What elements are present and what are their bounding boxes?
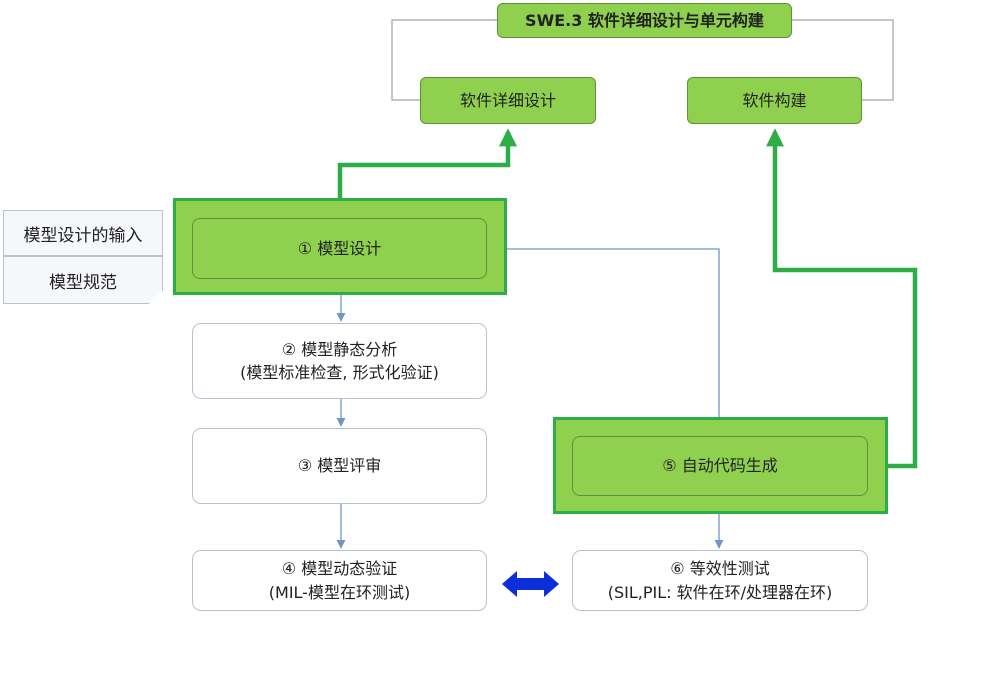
software-build-label: 软件构建 bbox=[742, 90, 807, 110]
step4-title: ④ 模型动态验证 bbox=[281, 559, 398, 579]
step6-subtitle: (SIL,PIL: 软件在环/处理器在环) bbox=[607, 582, 833, 602]
header-bracket-left bbox=[391, 19, 497, 101]
input-note-line2: 模型规范 bbox=[3, 256, 163, 304]
arrow-codegen-to-build bbox=[766, 128, 918, 469]
input-note-line1: 模型设计的输入 bbox=[3, 210, 163, 256]
step3-box: ③ 模型评审 bbox=[192, 428, 487, 504]
step6-box: ⑥ 等效性测试 (SIL,PIL: 软件在环/处理器在环) bbox=[572, 550, 868, 611]
header-title: SWE.3 软件详细设计与单元构建 bbox=[525, 10, 764, 30]
double-arrow-icon bbox=[502, 571, 559, 597]
box-detail-design: 软件详细设计 bbox=[420, 77, 596, 124]
box-software-build: 软件构建 bbox=[687, 77, 862, 124]
detail-design-label: 软件详细设计 bbox=[459, 90, 556, 110]
step4-box: ④ 模型动态验证 (MIL-模型在环测试) bbox=[192, 550, 487, 611]
step1-label: ① 模型设计 bbox=[297, 238, 382, 258]
step2-title: ② 模型静态分析 bbox=[281, 339, 398, 359]
step5-label: ⑤ 自动代码生成 bbox=[662, 456, 778, 476]
step2-box: ② 模型静态分析 (模型标准检查, 形式化验证) bbox=[192, 323, 487, 399]
step1-box: ① 模型设计 bbox=[192, 218, 487, 279]
step6-title: ⑥ 等效性测试 bbox=[670, 559, 770, 579]
arrow-design-to-detail bbox=[337, 128, 517, 198]
step3-label: ③ 模型评审 bbox=[297, 456, 382, 476]
arrow-1-to-5 bbox=[487, 248, 724, 435]
step4-subtitle: (MIL-模型在环测试) bbox=[268, 582, 411, 602]
header-swe3: SWE.3 软件详细设计与单元构建 bbox=[497, 3, 792, 38]
header-bracket-right bbox=[792, 19, 894, 101]
step2-subtitle: (模型标准检查, 形式化验证) bbox=[240, 363, 439, 382]
step5-box: ⑤ 自动代码生成 bbox=[572, 436, 868, 496]
